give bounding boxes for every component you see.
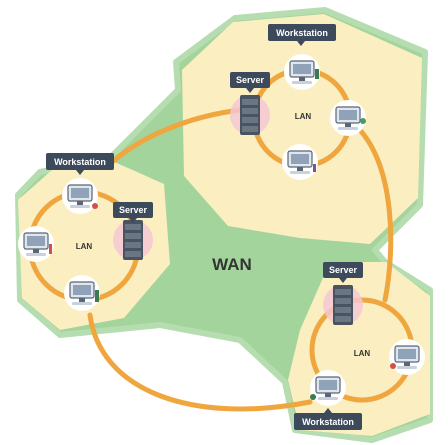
lan-label-left: LAN [76,242,93,251]
svg-text:Server: Server [119,205,148,215]
wan-link-left-to-top [109,107,243,165]
server-icon [113,220,153,260]
lan-zone-top-right [182,14,422,244]
wan-label: WAN [212,255,252,274]
lan-label-bottom: LAN [354,349,371,358]
workstation-icon [18,226,54,262]
workstation-tag: Workstation [294,408,362,430]
workstation-icon [330,100,366,136]
svg-text:Server: Server [236,75,265,85]
workstation-tag: Workstation [46,153,114,175]
server-icon [230,95,270,135]
workstation-icon [62,178,98,214]
wan-link-left-to-bottom [87,312,313,412]
svg-text:Workstation: Workstation [54,157,106,167]
server-tag: Server [113,202,153,223]
wan-link-top-to-bottom [357,127,394,303]
workstation-icon [64,275,100,311]
workstation-tag: Workstation [268,24,336,46]
svg-text:Workstation: Workstation [276,28,328,38]
lan-label-top: LAN [295,112,312,121]
workstation-icon [282,144,318,180]
server-tag: Server [230,72,270,93]
server-tag: Server [323,262,363,283]
workstation-icon [389,339,425,375]
workstation-icon [284,54,320,90]
server-icon [323,285,363,325]
svg-text:Workstation: Workstation [302,417,354,427]
workstation-icon [310,370,346,406]
svg-text:Server: Server [329,265,358,275]
